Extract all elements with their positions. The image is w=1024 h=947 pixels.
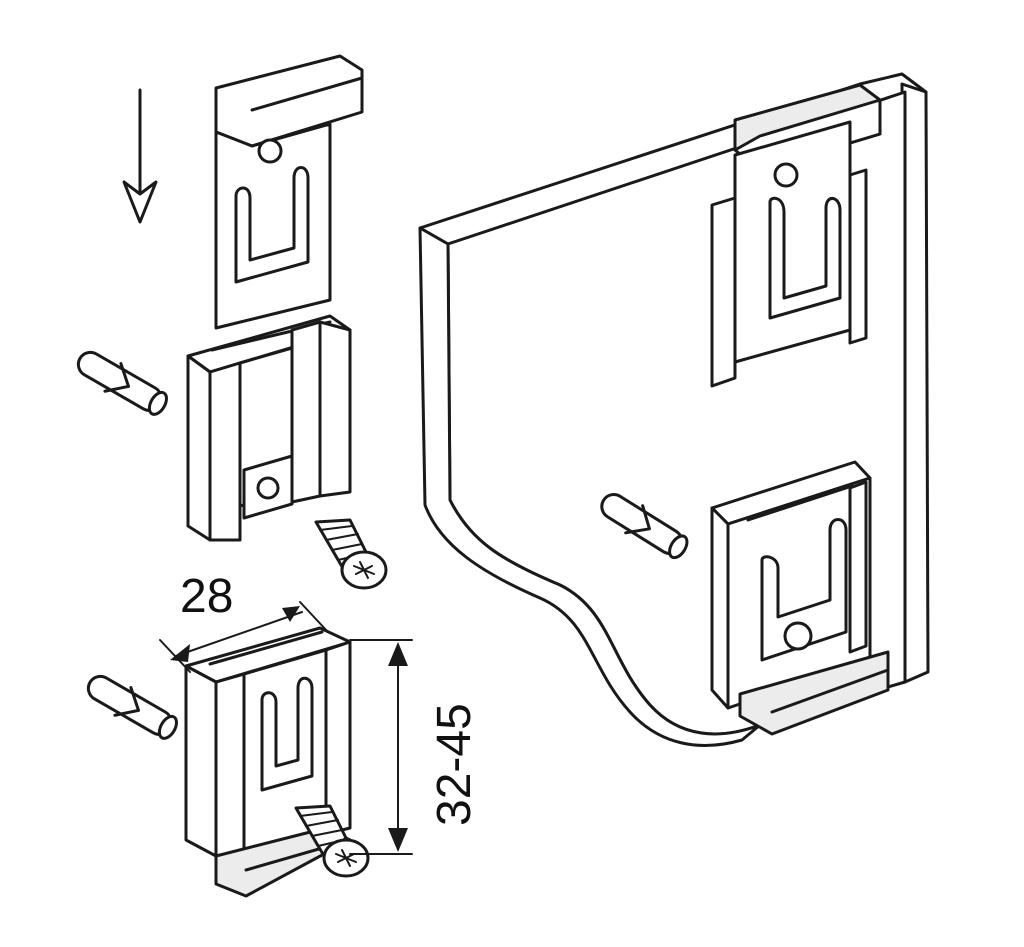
fitting-housing (186, 314, 352, 542)
sliding-plate (214, 54, 364, 330)
assembled-fitting (184, 626, 352, 898)
mounted-lower-housing (710, 460, 890, 736)
width-label: 28 (180, 570, 233, 623)
width-dimension: 28 (159, 570, 329, 673)
screw-icon (294, 804, 370, 878)
height-dimension: 32-45 (349, 639, 481, 855)
down-arrow-icon (122, 88, 158, 224)
dowel-icon (86, 674, 178, 740)
mounted-upper-clip (710, 83, 882, 388)
height-label: 32-45 (428, 703, 481, 826)
screw-icon (314, 518, 388, 590)
dowel-icon (76, 350, 168, 416)
dowel-icon (600, 493, 689, 560)
